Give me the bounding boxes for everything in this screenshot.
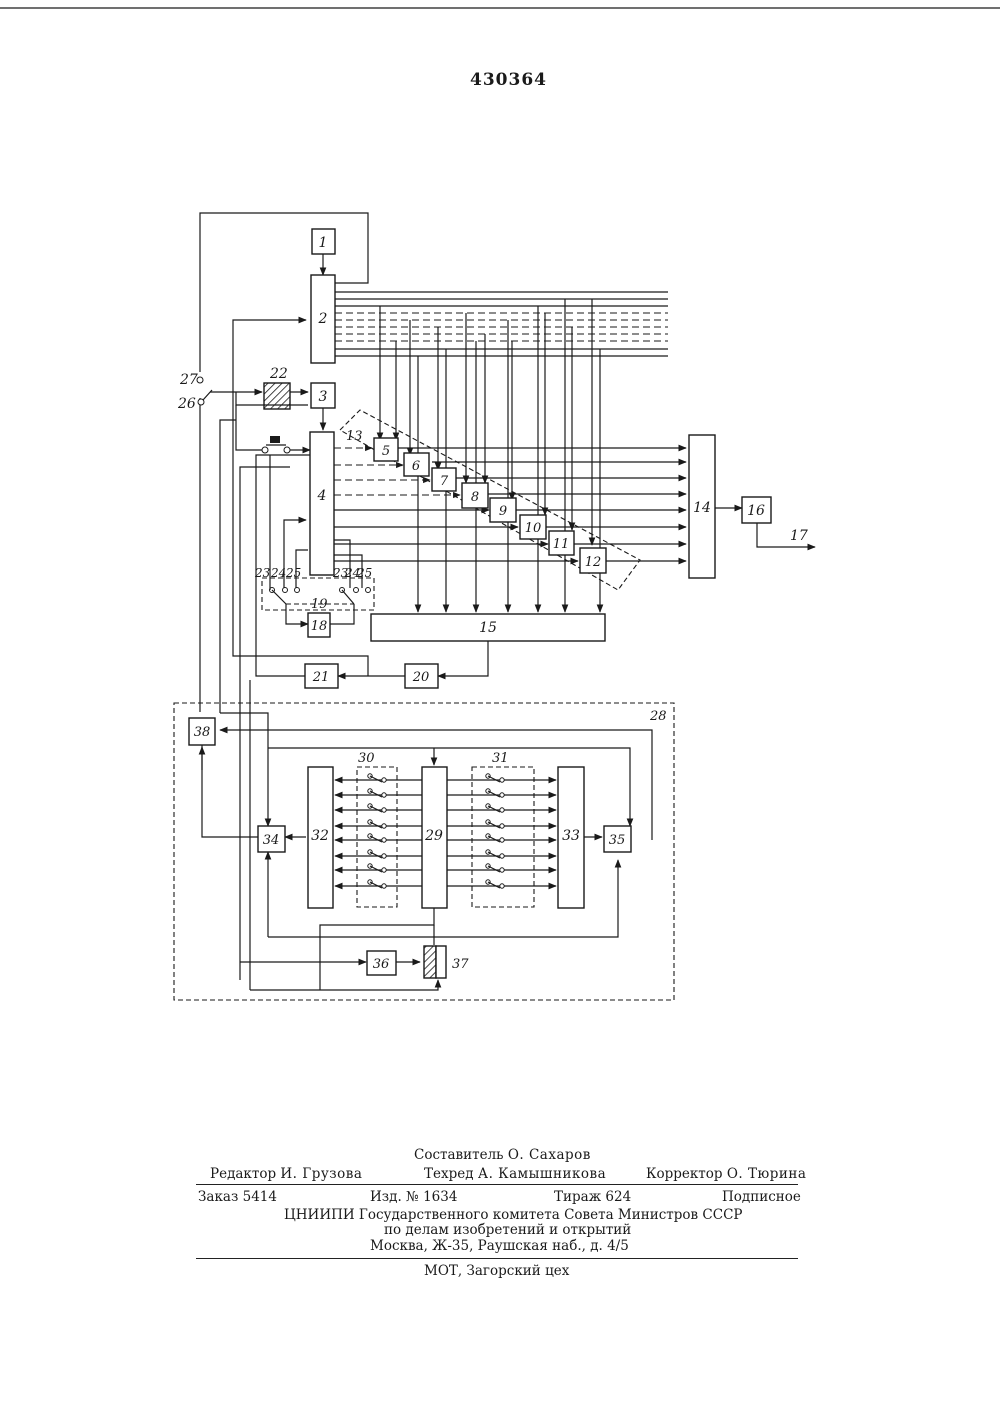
svg-text:6: 6 bbox=[412, 459, 420, 474]
svg-text:20: 20 bbox=[412, 670, 430, 685]
block-36: 36 bbox=[367, 951, 396, 975]
block-34: 34 bbox=[258, 826, 285, 852]
wire-29-down bbox=[320, 908, 434, 990]
svg-text:3: 3 bbox=[319, 389, 328, 405]
label-19: 19 bbox=[311, 597, 328, 612]
label-25-left: 25 bbox=[285, 566, 301, 580]
label-28: 28 bbox=[649, 709, 667, 724]
svg-text:8: 8 bbox=[471, 490, 479, 505]
compiler-line: Составитель О. Сахаров bbox=[414, 1147, 591, 1163]
svg-text:21: 21 bbox=[312, 670, 330, 685]
publisher-line-3: Москва, Ж-35, Раушская наб., д. 4/5 bbox=[370, 1238, 629, 1254]
block-29: 29 bbox=[422, 767, 447, 908]
svg-text:7: 7 bbox=[440, 474, 449, 489]
block-37: 37 bbox=[424, 946, 469, 978]
compiler-label: Составитель bbox=[414, 1147, 504, 1163]
label-23-left: 23 bbox=[254, 566, 271, 580]
circuit-diagram: 1 2 3 22 4 5 6 7 8 9 10 11 12 14 15 16 1… bbox=[0, 0, 1000, 1100]
label-17: 17 bbox=[790, 528, 808, 544]
label-26: 26 bbox=[177, 396, 196, 412]
svg-text:34: 34 bbox=[263, 833, 280, 848]
svg-text:29: 29 bbox=[424, 828, 443, 844]
block-9: 9 bbox=[490, 498, 516, 522]
editor-label: Редактор bbox=[210, 1166, 276, 1182]
block-35: 35 bbox=[604, 826, 631, 852]
svg-text:2: 2 bbox=[318, 311, 328, 327]
editor-line: Редактор И. Грузова bbox=[210, 1166, 362, 1182]
svg-text:16: 16 bbox=[747, 503, 765, 519]
block-15: 15 bbox=[371, 614, 605, 641]
svg-text:15: 15 bbox=[479, 620, 497, 636]
wire-to-37-bottom bbox=[250, 980, 438, 990]
svg-text:1: 1 bbox=[319, 235, 328, 251]
block-18: 18 bbox=[308, 613, 330, 637]
block-4: 4 bbox=[310, 432, 334, 575]
svg-text:38: 38 bbox=[194, 725, 211, 740]
block-3: 3 bbox=[311, 383, 335, 408]
svg-text:10: 10 bbox=[525, 521, 542, 536]
subscription: Подписное bbox=[722, 1189, 801, 1205]
order-number: Заказ 5414 bbox=[198, 1189, 277, 1205]
wire-20-to-2 bbox=[233, 320, 368, 676]
block-20: 20 bbox=[405, 664, 438, 688]
block-38: 38 bbox=[189, 718, 215, 745]
svg-text:32: 32 bbox=[311, 828, 329, 844]
switch-26-27 bbox=[197, 377, 212, 405]
block-16: 16 bbox=[742, 497, 771, 523]
block-22: 22 bbox=[264, 366, 290, 409]
svg-text:35: 35 bbox=[609, 833, 626, 848]
block-7: 7 bbox=[432, 468, 456, 491]
bus-lines bbox=[335, 292, 668, 356]
corrector-line: Корректор О. Тюрина bbox=[646, 1166, 806, 1182]
svg-text:11: 11 bbox=[553, 537, 570, 552]
svg-text:18: 18 bbox=[311, 619, 328, 634]
svg-text:33: 33 bbox=[562, 828, 580, 844]
wires-4-to-cells bbox=[334, 448, 578, 561]
wire-15-to-20 bbox=[438, 641, 488, 676]
svg-text:37: 37 bbox=[452, 957, 469, 972]
block-1: 1 bbox=[312, 229, 335, 254]
publisher-line-1: ЦНИИПИ Государственного комитета Совета … bbox=[284, 1207, 743, 1223]
svg-text:22: 22 bbox=[269, 366, 288, 382]
corrector-name: О. Тюрина bbox=[727, 1166, 807, 1182]
label-13: 13 bbox=[346, 429, 363, 444]
block-10: 10 bbox=[520, 515, 546, 539]
block-2: 2 bbox=[311, 275, 335, 363]
publisher-line-2: по делам изобретений и открытий bbox=[384, 1222, 631, 1238]
svg-text:14: 14 bbox=[693, 500, 711, 516]
label-24-left: 24 bbox=[270, 566, 286, 580]
label-30: 30 bbox=[358, 751, 375, 766]
svg-text:12: 12 bbox=[585, 555, 602, 570]
pushbutton bbox=[236, 405, 310, 453]
label-25-right: 25 bbox=[356, 566, 372, 580]
block-8: 8 bbox=[462, 483, 488, 508]
corrector-label: Корректор bbox=[646, 1166, 723, 1182]
svg-text:4: 4 bbox=[317, 488, 327, 504]
svg-text:5: 5 bbox=[382, 444, 390, 459]
label-31: 31 bbox=[492, 751, 509, 766]
circulation: Тираж 624 bbox=[554, 1189, 631, 1205]
techred-label: Техред bbox=[424, 1166, 474, 1182]
editor-name: И. Грузова bbox=[280, 1166, 362, 1182]
block-5: 5 bbox=[374, 438, 398, 461]
block-33: 33 bbox=[558, 767, 584, 908]
block-12: 12 bbox=[580, 548, 606, 573]
label-27: 27 bbox=[179, 372, 198, 388]
svg-text:36: 36 bbox=[373, 957, 390, 972]
compiler-name: О. Сахаров bbox=[508, 1147, 591, 1163]
imprint-rule-top bbox=[196, 1184, 798, 1185]
printer: МОТ, Загорский цех bbox=[424, 1263, 569, 1279]
wire-top-to-28-b bbox=[240, 467, 290, 980]
edition-number: Изд. № 1634 bbox=[370, 1189, 457, 1205]
block-11: 11 bbox=[549, 531, 574, 555]
block-14: 14 bbox=[689, 435, 715, 578]
techred-name: А. Камышникова bbox=[478, 1166, 606, 1182]
svg-text:9: 9 bbox=[499, 504, 507, 519]
block-32: 32 bbox=[308, 767, 333, 908]
block-21: 21 bbox=[305, 664, 338, 688]
block-6: 6 bbox=[404, 453, 429, 476]
imprint-rule-bottom bbox=[196, 1258, 798, 1259]
techred-line: Техред А. Камышникова bbox=[424, 1166, 606, 1182]
